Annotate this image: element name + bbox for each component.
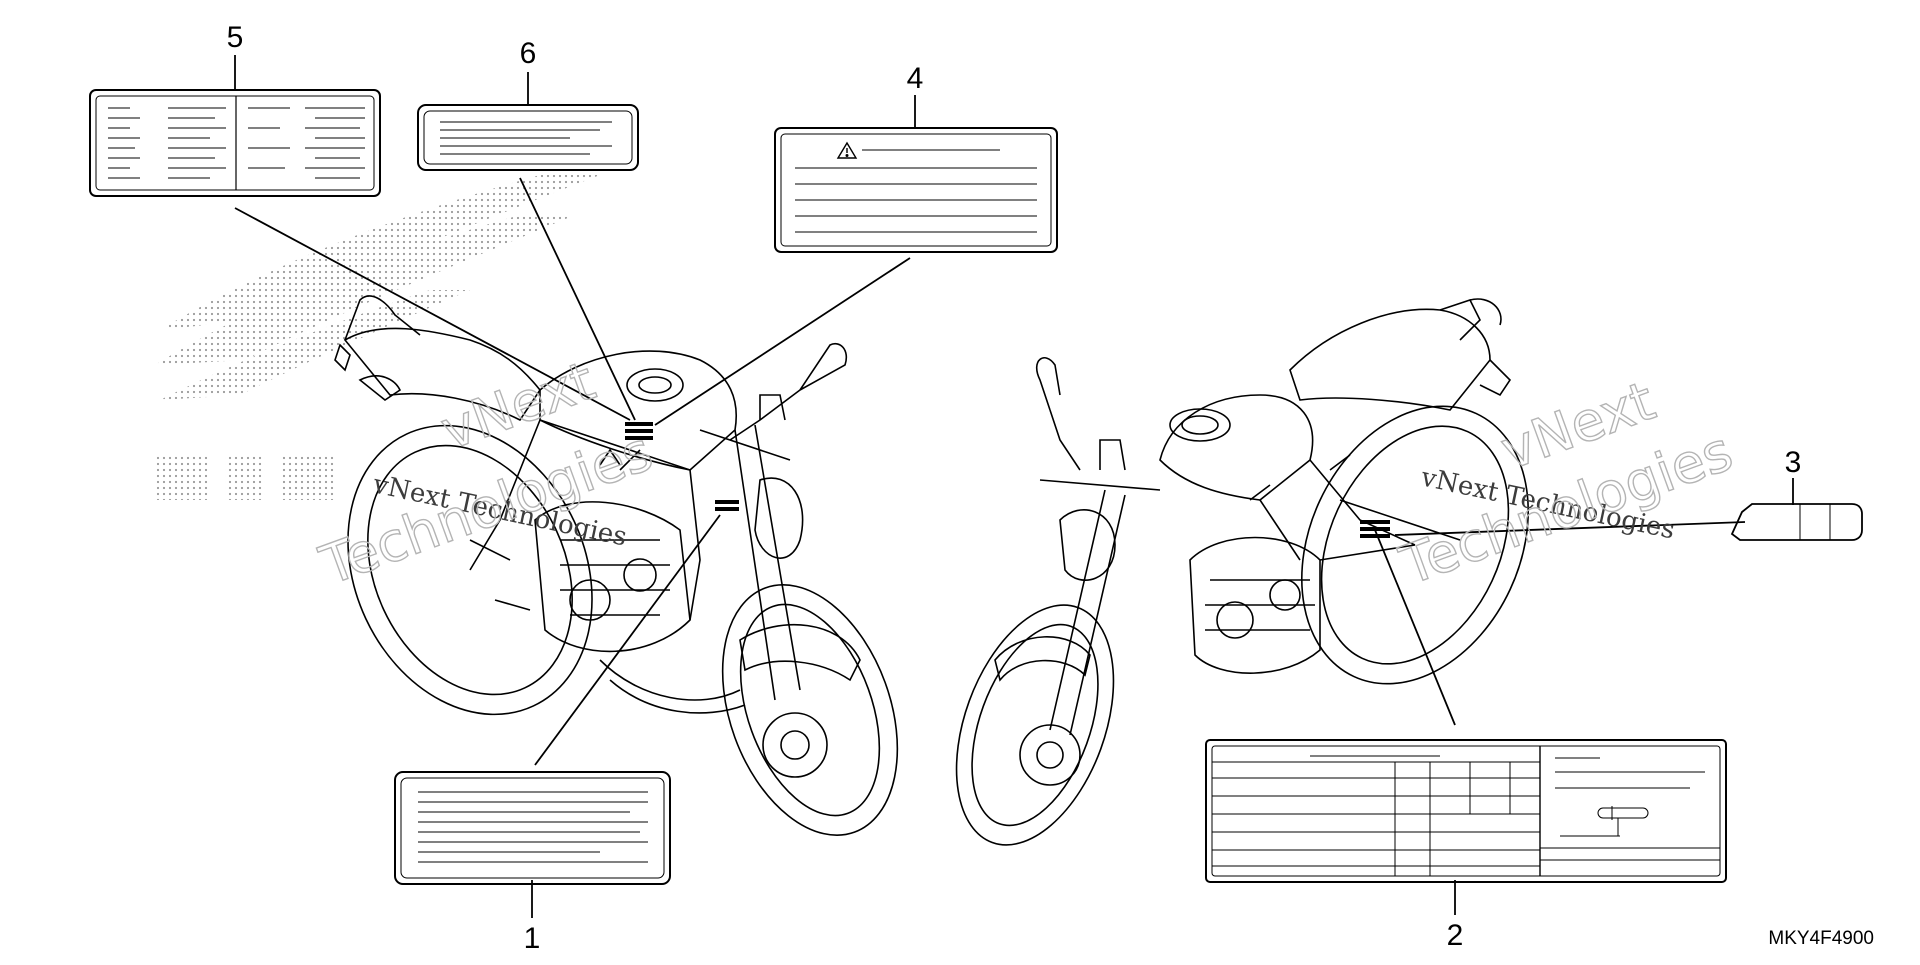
callout-6: 6 bbox=[520, 37, 537, 70]
callout-1: 1 bbox=[524, 922, 541, 955]
callout-numbers: 5 6 4 1 2 3 bbox=[227, 21, 1802, 955]
callout-3: 3 bbox=[1785, 446, 1802, 479]
diagram-code: MKY4F4900 bbox=[1768, 928, 1874, 949]
callout-4: 4 bbox=[907, 62, 924, 95]
motorcycle-right-view bbox=[955, 298, 1529, 846]
warning-triangle-icon bbox=[836, 141, 858, 159]
watermark-right: vNext Technologies vNext Technologies bbox=[1391, 368, 1741, 598]
label-3 bbox=[1730, 503, 1863, 541]
label-1 bbox=[394, 771, 671, 885]
leader-line-1 bbox=[534, 514, 721, 766]
label-6 bbox=[417, 104, 639, 171]
label-5 bbox=[89, 89, 381, 197]
leader-line-6 bbox=[519, 177, 636, 421]
label-4 bbox=[774, 127, 1058, 253]
leader-line-3 bbox=[1394, 521, 1746, 536]
label-2 bbox=[1205, 739, 1727, 883]
motorcycle-left-view bbox=[334, 295, 899, 836]
leader-lines bbox=[234, 55, 1794, 918]
leader-line-4 bbox=[654, 257, 911, 426]
leader-line-5 bbox=[234, 207, 631, 421]
callout-2: 2 bbox=[1447, 919, 1464, 952]
leader-line-2 bbox=[1374, 529, 1456, 726]
callout-5: 5 bbox=[227, 21, 244, 54]
honda-wing-logo-icon bbox=[155, 175, 600, 500]
